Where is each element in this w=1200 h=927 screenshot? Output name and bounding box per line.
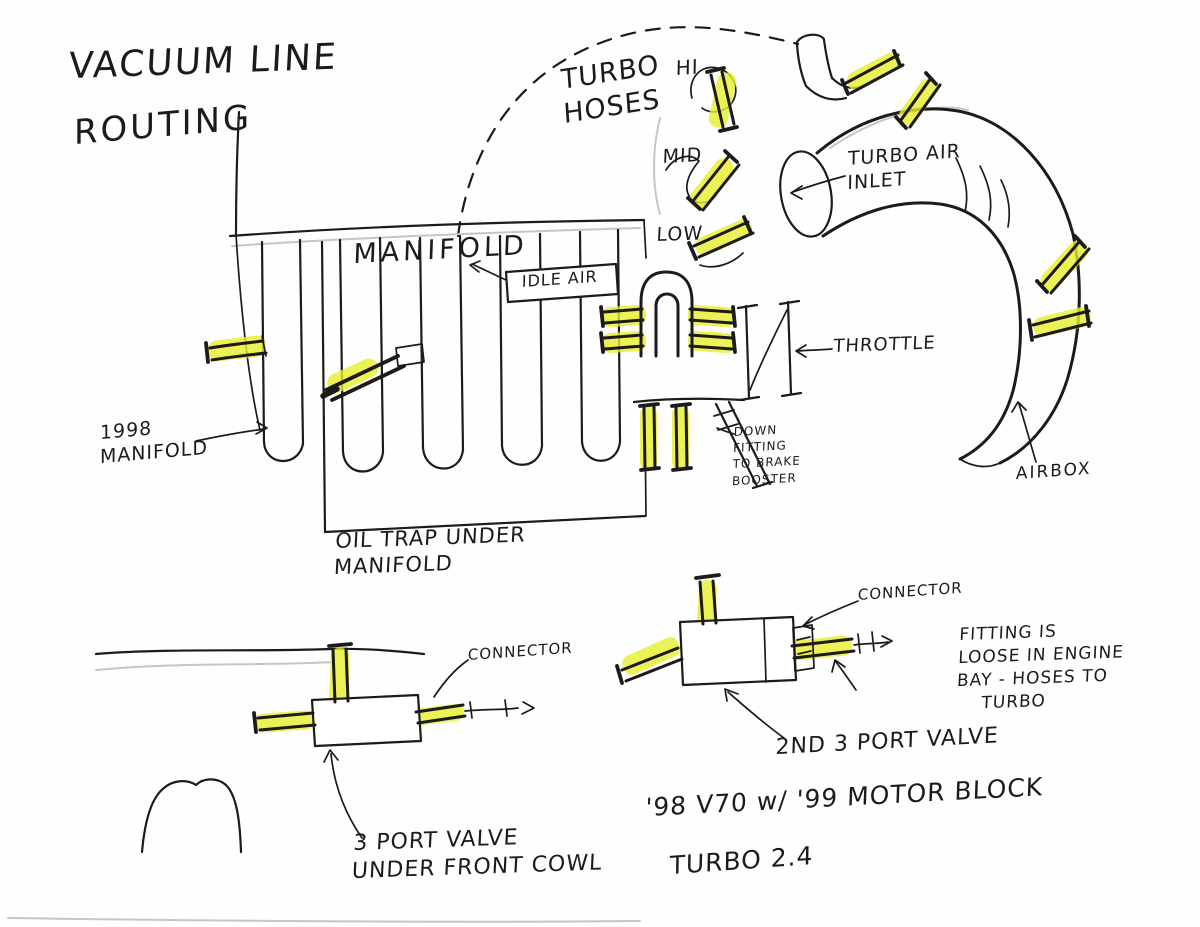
label-1998-manifold: 1998 MANIFOLD	[100, 417, 208, 468]
top-pipe	[795, 33, 862, 101]
label-hose-low: LOW	[655, 222, 704, 247]
oiltrap-hose	[320, 343, 425, 402]
valve2-assembly	[615, 573, 893, 739]
throttle-body	[736, 299, 833, 402]
label-turbo-air-inlet: TURBO AIR INLET	[847, 140, 961, 194]
center-hose-fittings	[599, 270, 746, 404]
hanging-hoses	[638, 402, 693, 472]
page-title-line1: VACUUM LINE	[67, 36, 339, 88]
brake-booster-hose	[713, 400, 774, 490]
duct-fittings	[840, 49, 1093, 342]
callout-arrows	[195, 175, 1037, 463]
label-oil-trap: OIL TRAP UNDER MANIFOLD	[333, 522, 527, 580]
label-down-fitting: DOWN FITTING TO BRAKE BOOSTER	[731, 422, 802, 488]
label-3-port-valve: 3 PORT VALVE UNDER FRONT COWL	[351, 825, 603, 884]
turbo-hose-samples	[653, 66, 755, 268]
label-hose-hi: HI	[675, 54, 699, 81]
valve1-assembly	[94, 642, 535, 854]
idle-air-box	[469, 260, 620, 304]
label-fitting-loose: FITTING IS LOOSE IN ENGINE BAY - HOSES T…	[955, 621, 1125, 715]
manifold-left-fitting	[204, 335, 268, 364]
frame-lines	[7, 26, 800, 923]
label-throttle: THROTTLE	[832, 332, 937, 358]
label-hose-mid: MID	[662, 143, 703, 169]
